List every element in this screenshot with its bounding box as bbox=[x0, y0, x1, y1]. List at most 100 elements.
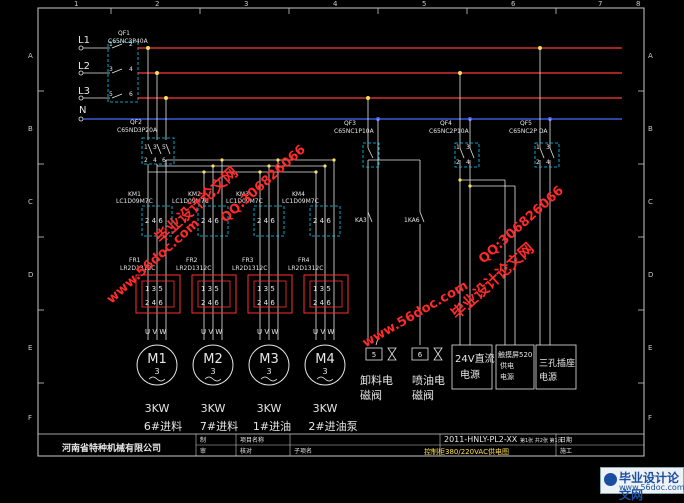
svg-text:2 4 6: 2 4 6 bbox=[145, 217, 163, 225]
row-letter: B bbox=[648, 125, 653, 133]
qf3-breaker bbox=[362, 98, 380, 346]
svg-text:日期: 日期 bbox=[560, 436, 572, 444]
drawing-title: 控制柜380/220VAC供电图 bbox=[424, 447, 509, 456]
col-number: 3 bbox=[244, 0, 248, 8]
motor-branch-1: 2 4 61 3 52 4 6 U V W bbox=[135, 160, 181, 340]
company-name: 河南省特种机械有限公司 bbox=[62, 442, 161, 454]
motor-m2 bbox=[192, 344, 234, 386]
svg-text:1: 1 bbox=[109, 41, 113, 48]
svg-text:5: 5 bbox=[109, 91, 113, 98]
svg-text:4: 4 bbox=[466, 159, 470, 166]
bus-bars bbox=[83, 47, 622, 120]
row-letter: A bbox=[28, 52, 33, 60]
qf4-model: C65NC2P10A bbox=[429, 128, 470, 135]
sheet-info: 第1张 共2张 第1页 bbox=[520, 437, 563, 444]
row-letter: C bbox=[28, 198, 33, 206]
svg-text:2 4 6: 2 4 6 bbox=[257, 217, 275, 225]
fr3-model: LR2D1312C bbox=[232, 265, 267, 272]
svg-text:4: 4 bbox=[153, 157, 157, 164]
col-number: 7 bbox=[598, 0, 602, 8]
col-number: 2 bbox=[155, 0, 159, 8]
col-number: 6 bbox=[511, 0, 516, 8]
svg-text:U V W: U V W bbox=[201, 328, 222, 336]
row-letter: F bbox=[28, 414, 32, 422]
svg-text:2: 2 bbox=[144, 157, 148, 164]
col-number: 5 bbox=[422, 0, 426, 8]
svg-text:5: 5 bbox=[162, 144, 166, 151]
km1-model: LC1D09M7C bbox=[116, 198, 153, 205]
row-letter: D bbox=[28, 271, 33, 279]
fr2-model: LR2D1312C bbox=[176, 265, 211, 272]
psu-junctions bbox=[458, 178, 472, 188]
motor-m3-phase: 3 bbox=[266, 367, 271, 376]
motor-m3-power: 3KW bbox=[257, 402, 282, 415]
motor-m1 bbox=[136, 344, 178, 386]
svg-text:5: 5 bbox=[372, 351, 376, 359]
row-letter: E bbox=[648, 344, 652, 352]
svg-text:项目名称: 项目名称 bbox=[240, 436, 264, 444]
svg-text:2: 2 bbox=[456, 159, 460, 166]
km2-model: LC1D09M7C bbox=[172, 198, 209, 205]
row-letter: D bbox=[648, 271, 653, 279]
svg-text:4: 4 bbox=[129, 66, 133, 73]
col-number: 4 bbox=[333, 0, 338, 8]
svg-text:核对: 核对 bbox=[240, 447, 252, 455]
bus-label-l2: L2 bbox=[78, 61, 90, 72]
svg-text:2: 2 bbox=[129, 41, 133, 48]
svg-text:3: 3 bbox=[546, 144, 550, 151]
motor-m4-phase: 3 bbox=[322, 367, 327, 376]
km3-tag: KM3 bbox=[236, 191, 249, 198]
psu-socket-line1: 三孔插座 bbox=[539, 357, 575, 369]
motor-m3-label: M3 bbox=[259, 352, 279, 367]
svg-text:U V W: U V W bbox=[145, 328, 166, 336]
qf1-tag: QF1 bbox=[118, 30, 130, 37]
fr2-tag: FR2 bbox=[186, 257, 198, 264]
fr1-tag: FR1 bbox=[129, 257, 141, 264]
motor-m2-label: M2 bbox=[203, 352, 223, 367]
row-letter: F bbox=[648, 414, 652, 422]
logo-url: www.56doc.com bbox=[619, 483, 684, 492]
ka-contacts bbox=[367, 159, 425, 345]
qf2-feed-wires bbox=[147, 48, 167, 140]
svg-text:子项名: 子项名 bbox=[294, 447, 312, 455]
fr3-tag: FR3 bbox=[242, 257, 254, 264]
psu-24v-line2: 电源 bbox=[460, 368, 480, 381]
qf5-tag: QF5 bbox=[520, 120, 532, 127]
qf3-tag: QF3 bbox=[344, 120, 356, 127]
qf1-model: C65NC3P40A bbox=[108, 38, 149, 45]
bus-label-l3: L3 bbox=[78, 86, 90, 97]
svg-text:1 3 5: 1 3 5 bbox=[313, 285, 331, 293]
psu-touch-line1: 触摸屏520 bbox=[498, 350, 532, 359]
svg-text:2: 2 bbox=[536, 159, 540, 166]
site-logo: 毕业设计论文网 www.56doc.com bbox=[600, 467, 684, 502]
fr4-model: LR2D1312C bbox=[288, 265, 323, 272]
svg-text:2 4 6: 2 4 6 bbox=[201, 217, 219, 225]
motor-m1-phase: 3 bbox=[154, 367, 159, 376]
valve-1-symbol: 5 bbox=[365, 347, 397, 361]
motor-branch-4: 2 4 61 3 52 4 6 U V W bbox=[303, 160, 349, 340]
row-letter: B bbox=[28, 125, 33, 133]
svg-text:3: 3 bbox=[153, 144, 157, 151]
valve-1-label-line2: 磁阀 bbox=[360, 388, 382, 402]
svg-text:施工: 施工 bbox=[560, 447, 572, 455]
km4-tag: KM4 bbox=[292, 191, 305, 198]
psu-touchscreen-box bbox=[495, 344, 535, 390]
ka6-tag: 1KA6 bbox=[404, 217, 420, 224]
svg-text:2 4 6: 2 4 6 bbox=[257, 299, 275, 307]
svg-text:U V W: U V W bbox=[313, 328, 334, 336]
motor-m2-power: 3KW bbox=[201, 402, 226, 415]
svg-text:2 4 6: 2 4 6 bbox=[201, 299, 219, 307]
psu-24v-line1: 24V直流 bbox=[455, 352, 495, 365]
svg-text:4: 4 bbox=[546, 159, 550, 166]
psu-24v-box bbox=[451, 344, 493, 390]
svg-text:6: 6 bbox=[418, 351, 423, 359]
qf2-model: C65ND3P20A bbox=[117, 127, 158, 134]
svg-text:6: 6 bbox=[162, 157, 166, 164]
valve-2-label-line2: 磁阀 bbox=[412, 388, 434, 402]
row-letter: A bbox=[648, 52, 653, 60]
